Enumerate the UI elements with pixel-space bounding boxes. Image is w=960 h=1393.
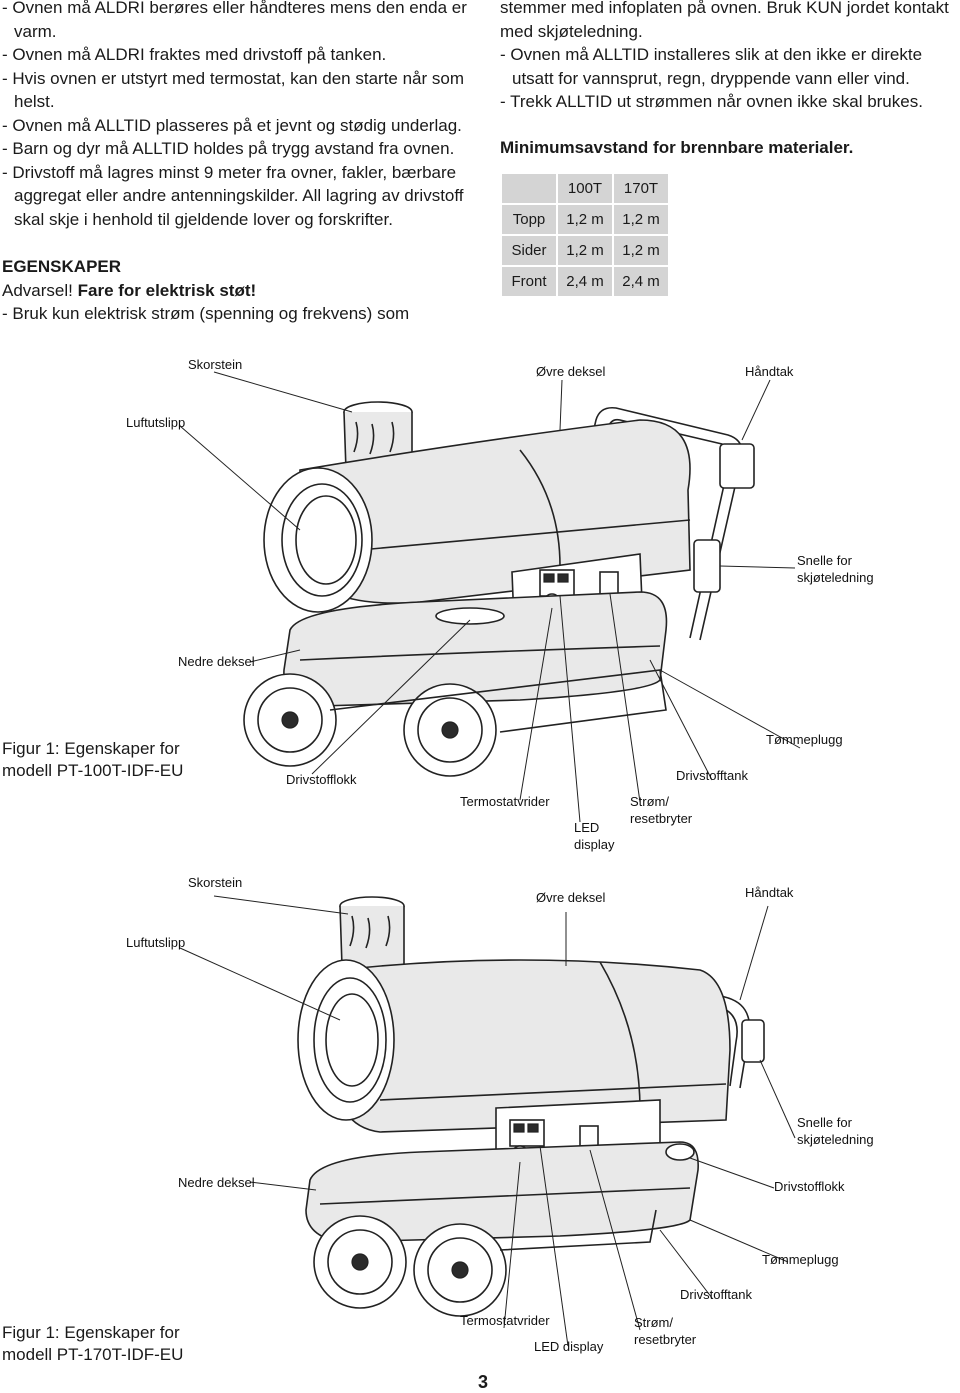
label-drain-plug: Tømmeplugg <box>762 1252 839 1267</box>
fuel-cap <box>665 1143 695 1161</box>
label-fuel-cap: Drivstofflokk <box>286 772 357 787</box>
label-fuel-tank: Drivstofftank <box>676 768 749 783</box>
table-title: Minimumsavstand for brennbare materialer… <box>500 137 854 157</box>
safety-bullet: - Hvis ovnen er utstyrt med termostat, k… <box>2 68 465 112</box>
continuation-text: stemmer med infoplaten på ovnen. Bruk KU… <box>500 0 949 41</box>
label-lower-cover: Nedre deksel <box>178 654 255 669</box>
label-upper-cover: Øvre deksel <box>536 890 606 905</box>
label-fuel-tank: Drivstofftank <box>680 1287 753 1302</box>
label-upper-cover: Øvre deksel <box>536 364 606 379</box>
heater-170t-illustration <box>179 895 796 1347</box>
warning-prefix: Advarsel! <box>2 280 73 300</box>
label-led-display: LED display <box>534 1339 604 1354</box>
table-corner-cell <box>502 174 556 203</box>
label-chimney: Skorstein <box>188 357 243 372</box>
label-power-switch: Strøm/ resetbryter <box>634 1315 697 1347</box>
figure2-caption: Figur 1: Egenskaper for modell PT-170T-I… <box>2 1322 183 1366</box>
table-cell: 1,2 m <box>614 236 668 265</box>
figure1-caption-line2: modell PT-100T-IDF-EU <box>2 761 184 780</box>
table-cell: 2,4 m <box>558 267 612 296</box>
right-text-column: stemmer med infoplaten på ovnen. Bruk KU… <box>500 0 958 159</box>
label-cord-reel: Snelle for skjøteledning <box>797 1115 874 1147</box>
label-thermostat-knob: Termostatvrider <box>460 1313 550 1328</box>
table-cell: 1,2 m <box>558 205 612 234</box>
label-power-switch: Strøm/ resetbryter <box>630 794 693 826</box>
led-display <box>509 1119 545 1147</box>
warning-line: Advarsel! Fare for elektrisk støt! <box>2 279 472 303</box>
table-cell: Topp <box>502 205 556 234</box>
power-reset-switch <box>599 571 619 595</box>
warning-bold: Fare for elektrisk støt! <box>77 280 257 300</box>
table-header-cell: 100T <box>558 174 612 203</box>
label-led-display: LED display <box>574 820 615 852</box>
figure1-caption-line1: Figur 1: Egenskaper for <box>2 739 180 758</box>
safety-bullet: - Ovnen må ALLTID plasseres på et jevnt … <box>2 115 462 135</box>
table-cell: 1,2 m <box>558 236 612 265</box>
safety-bullet: - Ovnen må ALDRI berøres eller håndteres… <box>2 0 467 41</box>
fuel-cap <box>435 607 505 625</box>
label-lower-cover: Nedre deksel <box>178 1175 255 1190</box>
table-cell: Front <box>502 267 556 296</box>
label-air-outlet: Luftutslipp <box>126 935 186 950</box>
power-bullet: - Bruk kun elektrisk strøm (spenning og … <box>2 304 410 323</box>
label-air-outlet: Luftutslipp <box>126 415 186 430</box>
cord-reel-lower <box>693 539 721 593</box>
table-row: Front 2,4 m 2,4 m <box>502 267 668 296</box>
label-cord-reel: Snelle for skjøteledning <box>797 553 874 585</box>
label-drain-plug: Tømmeplugg <box>766 732 843 747</box>
label-fuel-cap: Drivstofflokk <box>774 1179 845 1194</box>
cord-reel-upper <box>719 443 755 489</box>
figure2-caption-line2: modell PT-170T-IDF-EU <box>2 1345 184 1364</box>
page-number: 3 <box>478 1372 489 1392</box>
safety-bullet: - Trekk ALLTID ut strømmen når ovnen ikk… <box>500 92 923 111</box>
table-cell: 1,2 m <box>614 205 668 234</box>
table-row: Sider 1,2 m 1,2 m <box>502 236 668 265</box>
table-cell: 2,4 m <box>614 267 668 296</box>
label-thermostat-knob: Termostatvrider <box>460 794 550 809</box>
section-title: EGENSKAPER <box>2 257 122 276</box>
left-text-column: - Ovnen må ALDRI berøres eller håndteres… <box>2 0 472 326</box>
safety-bullet: - Ovnen må ALLTID installeres slik at de… <box>500 45 923 88</box>
safety-bullet: - Ovnen må ALDRI fraktes med drivstoff p… <box>2 45 387 64</box>
figure1-caption: Figur 1: Egenskaper for modell PT-100T-I… <box>2 738 183 782</box>
table-header-cell: 170T <box>614 174 668 203</box>
table-header-row: 100T 170T <box>502 174 668 203</box>
safety-bullet: - Barn og dyr må ALLTID holdes på trygg … <box>2 139 455 158</box>
table-row: Topp 1,2 m 1,2 m <box>502 205 668 234</box>
clearance-table: 100T 170T Topp 1,2 m 1,2 m Sider 1,2 m 1… <box>500 172 670 298</box>
label-handle: Håndtak <box>745 364 794 379</box>
safety-bullet: - Drivstoff må lagres minst 9 meter fra … <box>2 162 464 229</box>
heater-100t-illustration <box>179 371 801 823</box>
table-cell: Sider <box>502 236 556 265</box>
label-chimney: Skorstein <box>188 875 243 890</box>
cord-reel <box>741 1019 765 1063</box>
label-handle: Håndtak <box>745 885 794 900</box>
figure2-caption-line1: Figur 1: Egenskaper for <box>2 1323 180 1342</box>
